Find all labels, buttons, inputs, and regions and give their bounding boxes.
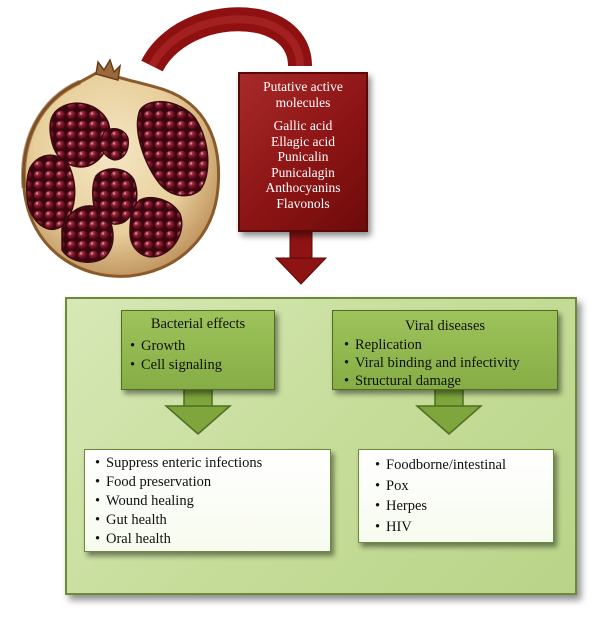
viral-disease-item: Replication — [344, 336, 557, 354]
pomegranate-icon — [20, 58, 221, 278]
viral-diseases-box: Viral diseases Replication Viral binding… — [332, 310, 558, 390]
molecule-item: Ellagic acid — [270, 133, 336, 149]
molecule-item: Punicalin — [277, 149, 329, 164]
molecule-item: Gallic acid — [273, 118, 333, 133]
molecules-heading: Putative active molecules — [263, 79, 343, 110]
viral-outcome-item: HIV — [375, 517, 553, 538]
viral-outcome-item: Herpes — [375, 496, 553, 517]
bacterial-outcomes-box: Suppress enteric infections Food preserv… — [84, 449, 331, 552]
curved-arrow-icon — [141, 7, 312, 73]
viral-outcomes-box: Foodborne/intestinal Pox Herpes HIV — [358, 449, 554, 543]
bacterial-effect-item: Growth — [130, 337, 274, 356]
viral-down-arrow-icon — [415, 387, 483, 435]
bacterial-outcome-item: Oral health — [95, 530, 330, 549]
viral-disease-item: Structural damage — [344, 372, 557, 390]
molecule-item: Anthocyanins — [265, 180, 341, 195]
molecule-item: Punicalagin — [271, 164, 335, 180]
bacterial-effects-title: Bacterial effects — [150, 316, 246, 332]
viral-outcome-item: Foodborne/intestinal — [375, 455, 553, 476]
active-molecules-box: Putative active molecules Gallic acid El… — [238, 72, 368, 232]
viral-outcome-item: Pox — [375, 476, 553, 497]
molecule-item: Flavonols — [276, 195, 330, 211]
bacterial-down-arrow-icon — [164, 387, 232, 435]
viral-diseases-title: Viral diseases — [404, 318, 486, 334]
bacterial-outcome-item: Gut health — [95, 511, 330, 530]
bacterial-outcome-item: Food preservation — [95, 473, 330, 492]
viral-disease-item: Viral binding and infectivity — [344, 354, 557, 372]
bacterial-outcome-item: Wound healing — [95, 492, 330, 511]
bacterial-outcome-item: Suppress enteric infections — [95, 454, 330, 473]
bacterial-effect-item: Cell signaling — [130, 356, 274, 375]
bacterial-effects-box: Bacterial effects Growth Cell signaling — [121, 310, 275, 390]
